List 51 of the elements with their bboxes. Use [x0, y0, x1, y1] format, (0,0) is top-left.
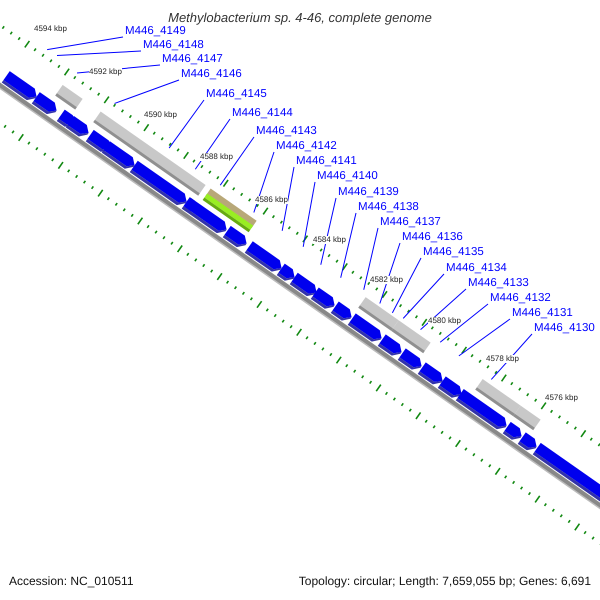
- map-title: Methylobacterium sp. 4-46, complete genome: [167, 11, 433, 24]
- gene-label: M446_4148: [143, 40, 204, 52]
- gene-label: M446_4132: [490, 293, 551, 304]
- leader-line: [302, 182, 316, 248]
- gene-label: M446_4147: [162, 54, 223, 66]
- leader-line: [402, 274, 444, 319]
- gene-label: M446_4133: [468, 278, 529, 290]
- leader-line: [320, 198, 336, 266]
- leader-line: [340, 212, 356, 278]
- gene-label: M446_4140: [317, 171, 378, 182]
- gene-label: M446_4146: [181, 69, 242, 80]
- genome-summary-text: Topology: circular; Length: 7,659,055 bp; Genes: 6,691: [298, 575, 591, 587]
- leader-line: [114, 80, 180, 104]
- leader-line: [379, 242, 400, 304]
- scale-label: 4588 kbp: [200, 153, 233, 161]
- gene-label: M446_4138: [358, 202, 419, 214]
- leader-line: [420, 288, 466, 330]
- scale-label: 4586 kbp: [255, 196, 288, 204]
- leader-line: [440, 304, 488, 343]
- gene-label: M446_4149: [125, 26, 186, 38]
- leader-line: [458, 318, 510, 356]
- scale-label: 4580 kbp: [428, 317, 461, 325]
- gene-label: M446_4131: [512, 308, 573, 320]
- gene-label: M446_4135: [423, 247, 484, 258]
- leader-line: [168, 100, 204, 149]
- leader-line: [46, 36, 124, 50]
- scale-label: 4582 kbp: [370, 276, 403, 284]
- leader-line: [282, 166, 294, 232]
- gene-label: M446_4130: [534, 323, 595, 334]
- leader-line: [490, 334, 532, 380]
- scale-label: 4578 kbp: [486, 355, 519, 363]
- gene-label: M446_4145: [206, 89, 267, 100]
- scale-label: 4584 kbp: [313, 236, 346, 244]
- gene-label: M446_4134: [446, 263, 507, 274]
- gene-label: M446_4141: [296, 156, 357, 168]
- scale-label: 4590 kbp: [144, 111, 177, 119]
- leader-line: [392, 258, 422, 314]
- gene-label: M446_4136: [402, 232, 463, 244]
- gene-label: M446_4137: [380, 217, 441, 228]
- leader-line: [253, 152, 274, 213]
- accession-text: Accession: NC_010511: [9, 575, 134, 587]
- gene-label: M446_4144: [232, 108, 293, 120]
- scale-label: 4576 kbp: [545, 394, 578, 402]
- scale-label: 4592 kbp: [89, 68, 122, 76]
- gene-label: M446_4143: [256, 126, 317, 138]
- scale-label: 4594 kbp: [34, 25, 67, 33]
- leader-line: [56, 50, 142, 56]
- gene-label: M446_4139: [338, 187, 399, 198]
- leader-line: [363, 228, 378, 290]
- leader-line: [220, 136, 254, 186]
- gene-label: M446_4142: [276, 141, 337, 152]
